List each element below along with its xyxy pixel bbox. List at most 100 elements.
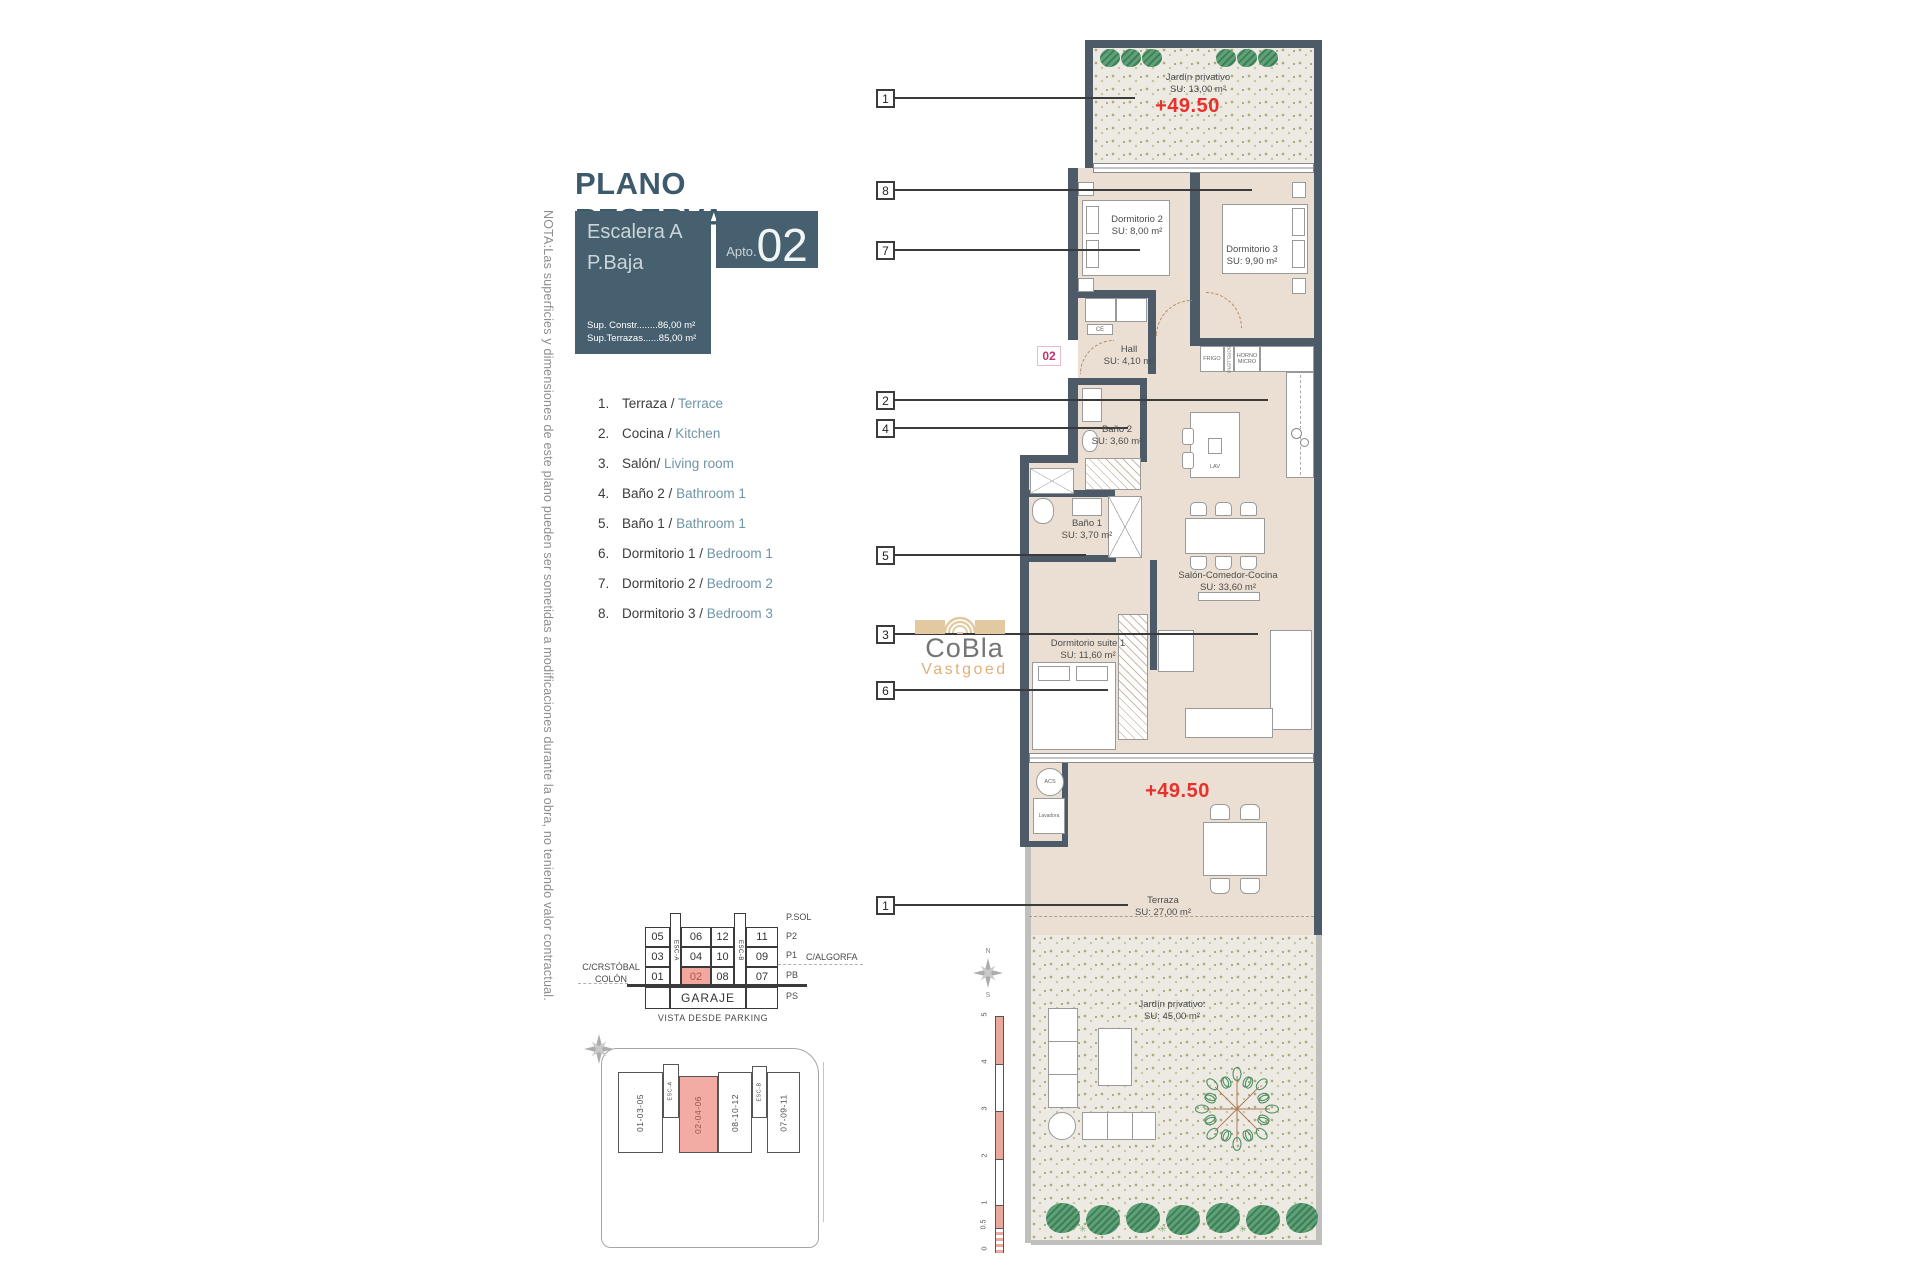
- bush-icon: [1046, 1203, 1080, 1233]
- chair: [1210, 878, 1230, 894]
- vertical-note: NOTA:Las superficies y dimensiones de es…: [541, 210, 555, 1001]
- wall: [1085, 40, 1093, 168]
- sink: [1072, 498, 1102, 516]
- wall: [1029, 841, 1068, 847]
- bush-icon: [1126, 1203, 1160, 1233]
- legend-num: 7.: [598, 576, 610, 591]
- bathroom-cabinet: [1082, 388, 1102, 422]
- legend-en: Bedroom 2: [706, 576, 773, 591]
- wall: [1148, 290, 1156, 374]
- planta-label: P.Baja: [587, 252, 644, 274]
- bush-icon: [1086, 1205, 1120, 1235]
- legend-es: Cocina /: [622, 426, 672, 441]
- level-mark-top: +49.50: [1155, 95, 1220, 117]
- chair: [1210, 804, 1230, 820]
- garage-cell-empty: [645, 987, 670, 1009]
- wall: [1078, 378, 1146, 385]
- floor-label-p1: P1: [786, 950, 798, 960]
- scale-tick: 0.5: [980, 1219, 988, 1230]
- wall: [1078, 290, 1150, 298]
- scale-segment: [996, 1205, 1003, 1229]
- bottle-rack-label: BOTELLERO: [1226, 345, 1232, 373]
- sup-terrazas: Sup.Terrazas......85,00 m²: [587, 333, 697, 344]
- fence: [1316, 935, 1322, 1243]
- legend-item: 4.Baño 2 / Bathroom 1: [598, 486, 746, 501]
- compass-rose: N S: [970, 948, 1006, 1018]
- street-line: [627, 984, 807, 987]
- counter-column: [1286, 372, 1314, 478]
- legend-es: Salón/: [622, 456, 661, 471]
- pillow: [1076, 666, 1108, 681]
- legend-item: 8.Dormitorio 3 / Bedroom 3: [598, 606, 773, 621]
- scale-tick: 5: [979, 1012, 989, 1017]
- floor-label-p2: P2: [786, 931, 798, 941]
- bottle-rack: [1224, 346, 1234, 372]
- wall: [1020, 455, 1029, 847]
- site-compass-icon: [584, 1034, 614, 1064]
- fence: [1031, 1240, 1322, 1245]
- wall: [1085, 40, 1322, 48]
- chair: [1215, 502, 1232, 516]
- cobla-logo: CoBla Vastgoed: [912, 600, 1017, 682]
- garden-bottom-floor: [1031, 935, 1316, 1243]
- legend-en: Bathroom 1: [676, 516, 746, 531]
- callout-3-salon: 3: [876, 625, 895, 644]
- garage-cell: 03: [645, 947, 670, 967]
- terrace-boundary-dashed: [1029, 916, 1314, 917]
- bush-icon: [1237, 49, 1257, 67]
- garden-table: [1098, 1028, 1132, 1086]
- nightstand: [1292, 182, 1306, 198]
- wall: [1022, 455, 1078, 463]
- legend-num: 5.: [598, 516, 610, 531]
- dining-table: [1185, 518, 1265, 554]
- wall: [1068, 168, 1078, 340]
- legend-num: 6.: [598, 546, 610, 561]
- weed-icon: ✳: [1239, 1224, 1247, 1234]
- apto-box: Apto.02: [716, 211, 818, 268]
- site-block-01-03-05: 01-03-05: [618, 1072, 663, 1153]
- toilet: [1082, 430, 1098, 452]
- wall: [1068, 378, 1078, 460]
- garage-cell-garaje: GARAJE: [670, 987, 746, 1009]
- stairwell-esc-b: ESC-B: [734, 913, 746, 987]
- wall: [1140, 378, 1147, 462]
- wardrobe-suite: [1118, 614, 1148, 740]
- leader-line: [895, 97, 1135, 99]
- tree-icon: [1194, 1066, 1280, 1152]
- cooktop-burner: [1300, 438, 1309, 447]
- scale-tick: 1: [979, 1200, 989, 1205]
- street-dashed-line: [578, 983, 628, 984]
- callout-1-terraza-top: 1: [876, 89, 895, 108]
- bush-icon: [1216, 49, 1236, 67]
- garage-cell-empty: [746, 987, 778, 1009]
- compass-south-label: S: [985, 992, 991, 999]
- logo-name: CoBla: [925, 633, 1004, 663]
- bush-icon: [1206, 1203, 1240, 1233]
- legend-item: 1.Terraza / Terrace: [598, 396, 723, 411]
- compass-star-icon: [973, 958, 1003, 988]
- wall: [1190, 170, 1200, 298]
- chair: [1190, 502, 1207, 516]
- logo-sub: Vastgoed: [921, 661, 1008, 678]
- stool: [1182, 428, 1194, 445]
- wardrobe: [1085, 298, 1116, 322]
- bush-icon: [1286, 1203, 1318, 1233]
- site-block-07-09-11: 07-09-11: [767, 1072, 800, 1153]
- legend-num: 4.: [598, 486, 610, 501]
- sup-constr: Sup. Constr........86,00 m²: [587, 320, 696, 331]
- legend-num: 1.: [598, 396, 610, 411]
- counter: [1260, 346, 1314, 372]
- scale-tick: 4: [979, 1059, 989, 1064]
- site-outline-inner: [823, 1062, 824, 1222]
- legend-item: 5.Baño 1 / Bathroom 1: [598, 516, 746, 531]
- garden-top-floor: [1093, 47, 1314, 168]
- apto-number: 02: [756, 219, 808, 272]
- acs-boiler: ACS: [1036, 768, 1064, 796]
- wall: [1020, 555, 1116, 562]
- wall: [1200, 338, 1314, 346]
- site-block-esc-a: ESC-A: [663, 1064, 679, 1118]
